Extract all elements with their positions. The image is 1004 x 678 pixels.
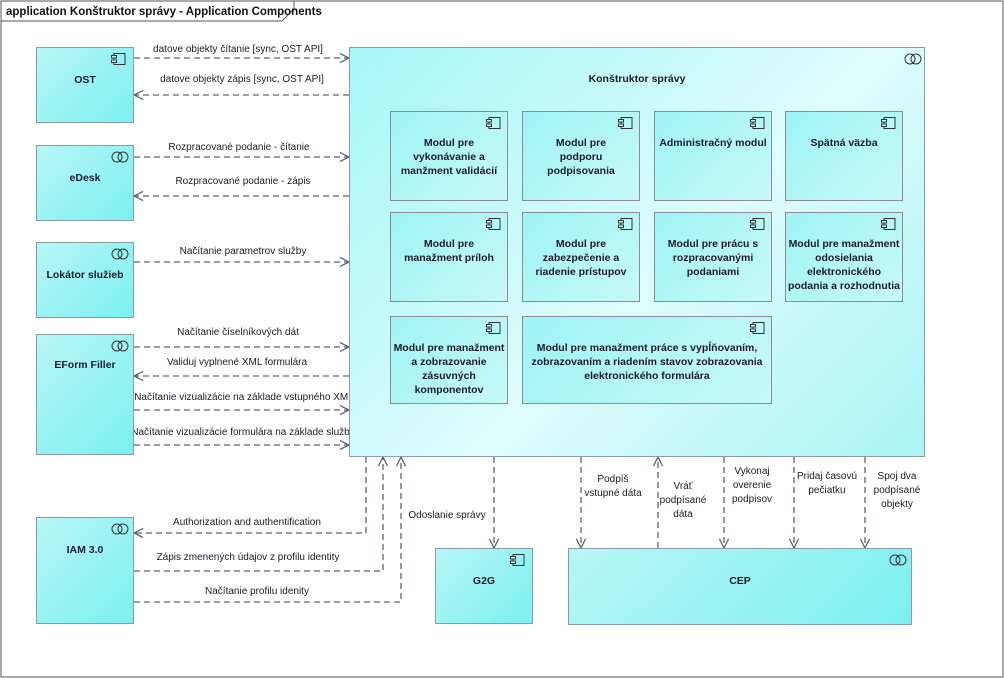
interface-icon bbox=[111, 151, 129, 163]
label-cep-spoj-3: objekty bbox=[881, 499, 913, 510]
connector-labels: datove objekty čítanie [sync, OST API] d… bbox=[131, 44, 921, 597]
label-edesk-read: Rozpracované podanie - čítanie bbox=[168, 142, 310, 153]
module-zabezpecenie-label: Modul pre zabezpečenie a riadenie prístu… bbox=[535, 238, 627, 278]
label-cep-overenie-3: podpisov bbox=[732, 494, 772, 505]
component-ost[interactable]: OST bbox=[36, 47, 134, 123]
label-lokator-read: Načítanie parametrov služby bbox=[180, 246, 307, 257]
component-konstruktor-label: Konštruktor správy bbox=[588, 73, 686, 85]
label-cep-vrat-1: Vráť bbox=[674, 481, 693, 492]
label-cep-peciatka-1: Pridaj časovú bbox=[797, 471, 857, 482]
module-formular-label: Modul pre manažment práce s vypĺňovaním,… bbox=[531, 342, 763, 382]
label-eform-viz-xml: Načítanie vizualizácie na základe vstupn… bbox=[134, 392, 354, 403]
module-odosielanie-label: Modul pre manažment odosielania elektron… bbox=[788, 238, 900, 292]
label-cep-vrat-3: dáta bbox=[673, 509, 693, 520]
interface-icon bbox=[904, 53, 922, 65]
label-iam-zapis: Zápis zmenených údajov z profilu identit… bbox=[157, 552, 340, 563]
module-formular[interactable]: Modul pre manažment práce s vypĺňovaním,… bbox=[522, 316, 772, 404]
component-lokator[interactable]: Lokátor služieb bbox=[36, 242, 134, 318]
frame-title-tab bbox=[1, 1, 295, 22]
module-validacie[interactable]: Modul pre vykonávanie a manžment validác… bbox=[390, 111, 508, 201]
module-spatna-vazba[interactable]: Spätná väzba bbox=[785, 111, 903, 201]
module-rozpracovane[interactable]: Modul pre prácu s rozpracovanými podania… bbox=[654, 212, 772, 302]
component-icon bbox=[618, 218, 634, 230]
label-ost-write: datove objekty zápis [sync, OST API] bbox=[160, 74, 324, 85]
label-edesk-write: Rozpracované podanie - zápis bbox=[175, 176, 310, 187]
label-cep-vrat-2: podpísané bbox=[660, 495, 707, 506]
component-icon bbox=[486, 218, 502, 230]
component-edesk[interactable]: eDesk bbox=[36, 145, 134, 221]
component-cep-label: CEP bbox=[729, 575, 751, 587]
module-podpisovanie-label: Modul pre podporu podpisovania bbox=[547, 137, 615, 177]
label-cep-overenie-1: Vykonaj bbox=[734, 466, 769, 477]
component-eform[interactable]: EForm Filler bbox=[36, 334, 134, 455]
component-lokator-label: Lokátor služieb bbox=[46, 269, 124, 281]
interface-icon bbox=[111, 340, 129, 352]
label-cep-spoj-1: Spoj dva bbox=[878, 471, 917, 482]
flow-iam-auth bbox=[134, 457, 367, 533]
component-icon bbox=[618, 117, 634, 129]
module-zasuvne[interactable]: Modul pre manažment a zobrazovanie zásuv… bbox=[390, 316, 508, 404]
component-icon bbox=[486, 322, 502, 334]
component-icon bbox=[510, 554, 526, 566]
component-icon bbox=[881, 117, 897, 129]
module-rozpracovane-label: Modul pre prácu s rozpracovanými podania… bbox=[667, 238, 759, 278]
label-cep-podpis-1: Podpíš bbox=[597, 474, 628, 485]
component-g2g-label: G2G bbox=[472, 575, 496, 587]
component-icon bbox=[750, 117, 766, 129]
component-icon bbox=[750, 322, 766, 334]
connectors bbox=[134, 58, 865, 603]
label-g2g-send: Odoslanie správy bbox=[408, 510, 485, 521]
module-validacie-label: Modul pre vykonávanie a manžment validác… bbox=[400, 137, 498, 177]
module-administracny[interactable]: Administračný modul bbox=[654, 111, 772, 201]
component-iam-label: IAM 3.0 bbox=[66, 544, 104, 556]
component-icon bbox=[750, 218, 766, 230]
interface-icon bbox=[889, 554, 907, 566]
module-spatna-vazba-label: Spätná väzba bbox=[810, 137, 878, 149]
label-eform-validuj: Validuj vyplnené XML formulára bbox=[167, 357, 308, 368]
module-podpisovanie[interactable]: Modul pre podporu podpisovania bbox=[522, 111, 640, 201]
component-eform-label: EForm Filler bbox=[54, 359, 116, 371]
module-prilohy-label: Modul pre manažment príloh bbox=[404, 238, 494, 264]
component-icon bbox=[486, 117, 502, 129]
component-cep[interactable]: CEP bbox=[568, 548, 912, 625]
label-ost-read: datove objekty čítanie [sync, OST API] bbox=[153, 44, 323, 55]
component-ost-label: OST bbox=[74, 74, 96, 86]
label-cep-peciatka-2: pečiatku bbox=[808, 485, 845, 496]
module-odosielanie[interactable]: Modul pre manažment odosielania elektron… bbox=[785, 212, 903, 302]
component-iam[interactable]: IAM 3.0 bbox=[36, 517, 134, 624]
flow-iam-zapis bbox=[134, 457, 383, 572]
module-zasuvne-label: Modul pre manažment a zobrazovanie zásuv… bbox=[393, 342, 505, 396]
label-cep-podpis-2: vstupné dáta bbox=[584, 488, 642, 499]
flow-iam-profil bbox=[134, 457, 401, 603]
label-iam-profil: Načítanie profilu idenity bbox=[205, 586, 309, 597]
label-cep-spoj-2: podpísané bbox=[874, 485, 921, 496]
component-icon bbox=[111, 53, 127, 65]
module-zabezpecenie[interactable]: Modul pre zabezpečenie a riadenie prístu… bbox=[522, 212, 640, 302]
component-g2g[interactable]: G2G bbox=[435, 548, 533, 624]
label-eform-ciselniky: Načítanie číselníkových dát bbox=[177, 327, 299, 338]
module-prilohy[interactable]: Modul pre manažment príloh bbox=[390, 212, 508, 302]
label-cep-overenie-2: overenie bbox=[733, 480, 772, 491]
frame-title: application Konštruktor správy - Applica… bbox=[6, 6, 322, 18]
interface-icon bbox=[111, 248, 129, 260]
label-eform-viz-sluzba: Načítanie vizualizácie formulára na zákl… bbox=[131, 427, 354, 438]
component-edesk-label: eDesk bbox=[69, 172, 101, 184]
module-administracny-label: Administračný modul bbox=[659, 137, 767, 149]
component-icon bbox=[881, 218, 897, 230]
label-iam-auth: Authorization and authentification bbox=[173, 517, 321, 528]
interface-icon bbox=[111, 523, 129, 535]
